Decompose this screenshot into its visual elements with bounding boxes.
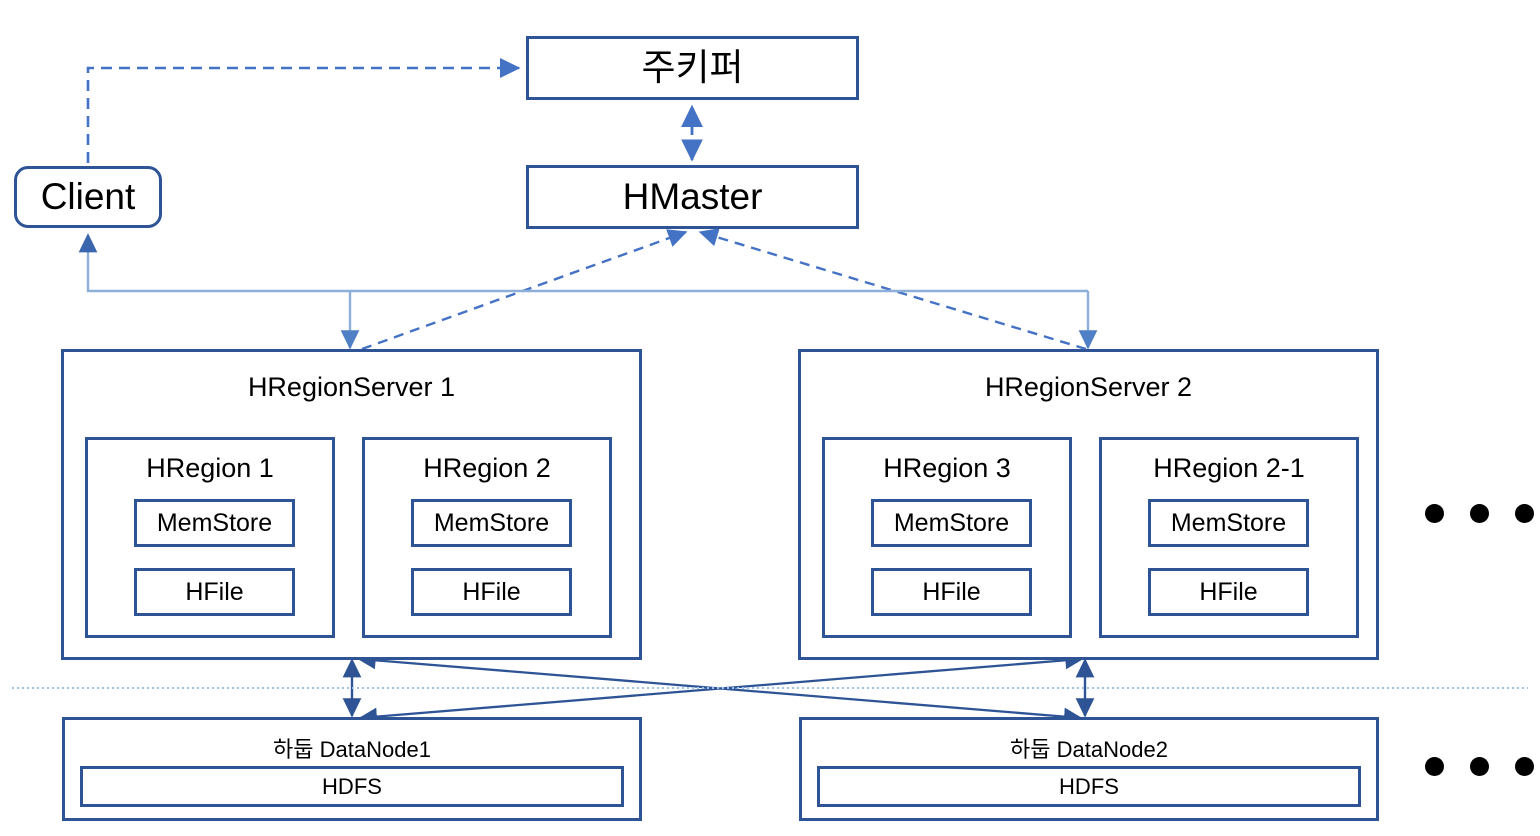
ellipsis-dot xyxy=(1515,757,1534,776)
wire-client-bus xyxy=(78,233,1088,293)
hregion-2-1-memstore-box[interactable]: MemStore xyxy=(1148,499,1309,547)
wire-hmaster-to-rs1 xyxy=(362,232,686,349)
hregion-3-title: HRegion 3 xyxy=(883,453,1011,483)
hregion-2-memstore-label: MemStore xyxy=(433,508,550,537)
hmaster-box[interactable]: HMaster xyxy=(526,165,859,229)
hregionserver-2-title: HRegionServer 2 xyxy=(984,372,1193,402)
hregion-1-hfile-label: HFile xyxy=(185,577,244,606)
hregion-1-memstore-box[interactable]: MemStore xyxy=(134,499,295,547)
datanode-1-title: 하둡 DataNode1 xyxy=(273,737,431,762)
wire-hmaster-to-rs2 xyxy=(700,232,1086,349)
hregion-3-memstore-box[interactable]: MemStore xyxy=(871,499,1032,547)
hregion-2-1-hfile-label: HFile xyxy=(1199,577,1258,606)
datanode-2-title: 하둡 DataNode2 xyxy=(1010,737,1168,762)
hregionserver-1-title: HRegionServer 1 xyxy=(247,372,456,402)
hregion-1-title: HRegion 1 xyxy=(146,453,274,483)
client-box[interactable]: Client xyxy=(14,166,162,228)
datanode-1-hdfs-label: HDFS xyxy=(322,773,382,799)
regionservers-ellipsis xyxy=(1425,504,1534,523)
datanodes-ellipsis xyxy=(1425,757,1534,776)
client-label: Client xyxy=(40,175,136,217)
ellipsis-dot xyxy=(1470,504,1489,523)
wire-rs1-to-hmaster xyxy=(361,229,688,351)
datanode-1-hdfs-box[interactable]: HDFS xyxy=(80,766,624,807)
ellipsis-dot xyxy=(1515,504,1534,523)
hregion-2-1-title: HRegion 2-1 xyxy=(1153,453,1305,483)
datanode-2-hdfs-box[interactable]: HDFS xyxy=(817,766,1361,807)
hmaster-label: HMaster xyxy=(622,175,763,217)
hregion-2-memstore-box[interactable]: MemStore xyxy=(411,499,572,547)
hregion-3-memstore-label: MemStore xyxy=(893,508,1010,537)
hregion-2-title: HRegion 2 xyxy=(423,453,551,483)
hregion-2-1-memstore-label: MemStore xyxy=(1170,508,1287,537)
wire-client-to-zookeeper xyxy=(86,57,521,163)
wire-rs2-to-hmaster xyxy=(698,228,1087,351)
hregion-3-hfile-box[interactable]: HFile xyxy=(871,568,1032,616)
ellipsis-dot xyxy=(1425,757,1444,776)
hregion-1-memstore-label: MemStore xyxy=(156,508,273,537)
ellipsis-dot xyxy=(1425,504,1444,523)
hregion-2-hfile-box[interactable]: HFile xyxy=(411,568,572,616)
wire-rs2-datanode1-cross xyxy=(358,651,1084,726)
zookeeper-label: 주키퍼 xyxy=(641,46,744,88)
wire-rs1-datanode2-cross xyxy=(357,651,1083,726)
hregion-3-hfile-label: HFile xyxy=(922,577,981,606)
ellipsis-dot xyxy=(1470,757,1489,776)
datanode-2-hdfs-label: HDFS xyxy=(1059,773,1119,799)
hregion-2-1-hfile-box[interactable]: HFile xyxy=(1148,568,1309,616)
hregion-2-hfile-label: HFile xyxy=(462,577,521,606)
zookeeper-box[interactable]: 주키퍼 xyxy=(526,36,859,100)
hregion-1-hfile-box[interactable]: HFile xyxy=(134,568,295,616)
